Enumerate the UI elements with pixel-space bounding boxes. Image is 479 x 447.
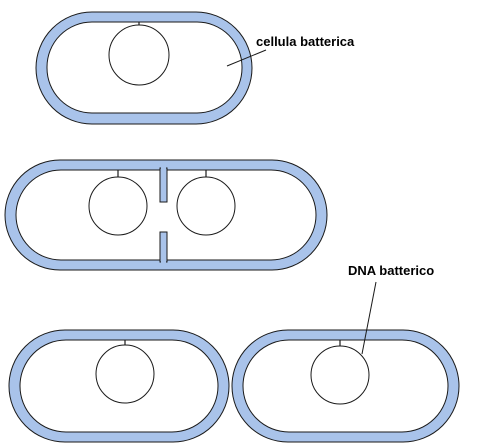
label-cellula-batterica: cellula batterica	[256, 34, 355, 49]
daughter-cell-left-interior	[20, 340, 218, 432]
stage-1-cell	[36, 12, 252, 124]
cell-interior	[47, 22, 242, 113]
label-dna-batterico: DNA batterico	[348, 263, 434, 278]
stage-3-daughter-cells	[9, 330, 459, 442]
stage-2-dividing-cell	[5, 160, 327, 270]
septum-bottom	[160, 232, 167, 262]
septum-top	[160, 168, 167, 202]
daughter-cell-right-interior	[243, 340, 448, 432]
